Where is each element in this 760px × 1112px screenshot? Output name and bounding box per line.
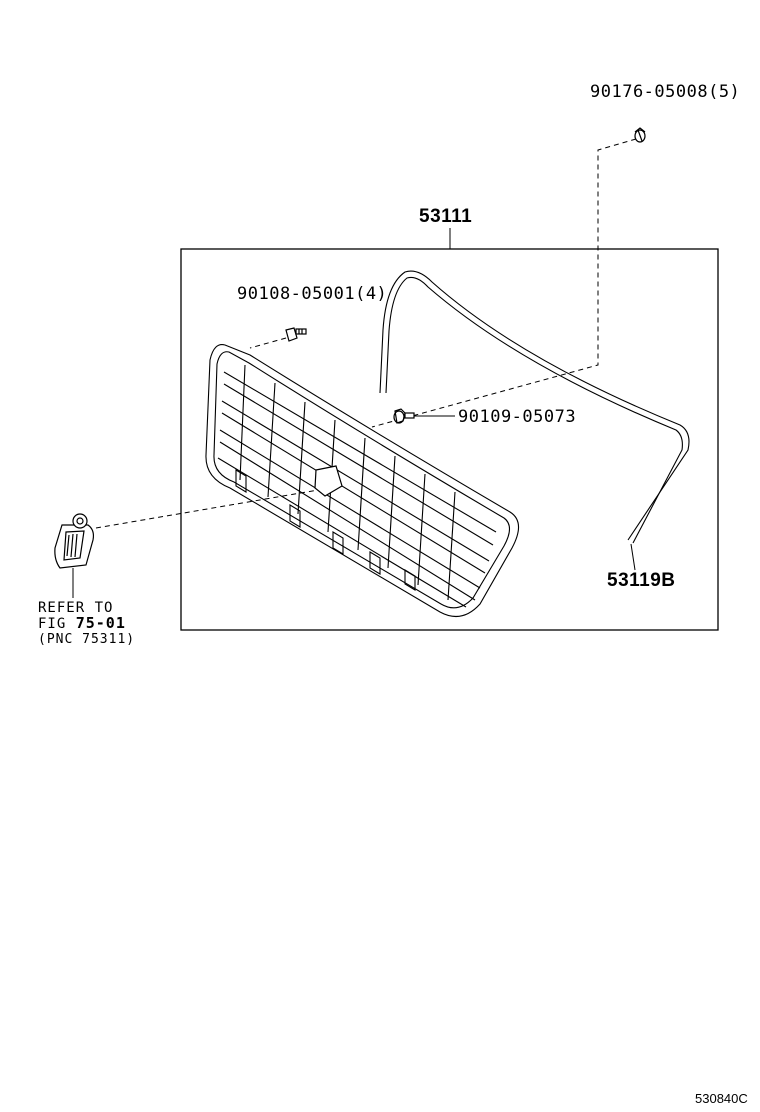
emblem-icon (54, 513, 95, 569)
reference-fig-prefix: FIG (38, 616, 76, 632)
reference-line-2: FIG 75-01 (38, 616, 135, 632)
dashed-leader-clip (371, 138, 637, 428)
part-number-clip: 90176-05008(5) (590, 82, 741, 102)
dashed-leader-emblem (95, 488, 325, 529)
reference-fig-link[interactable]: 75-01 (75, 614, 126, 632)
part-number-grille-assy: 53111 (419, 206, 473, 227)
bolt-icon (285, 327, 307, 342)
screw-icon (393, 408, 415, 424)
reference-line-3: (PNC 75311) (38, 632, 136, 647)
reference-line-1: REFER TO (38, 600, 114, 616)
leader-molding (630, 543, 636, 571)
part-number-bolt: 90108-05001(4) (237, 284, 388, 304)
radiator-grille (205, 344, 520, 618)
diagram-code: 530840C (695, 1091, 748, 1106)
emblem-mount (314, 465, 343, 497)
part-number-screw: 90109-05073 (458, 407, 577, 427)
molding-strip (379, 270, 690, 544)
reference-note: REFER TO FIG 75-01 (PNC 75311) (38, 600, 136, 648)
clip-nut-icon (634, 127, 646, 143)
dashed-leader-bolt (249, 337, 287, 349)
part-number-molding: 53119B (607, 570, 676, 591)
